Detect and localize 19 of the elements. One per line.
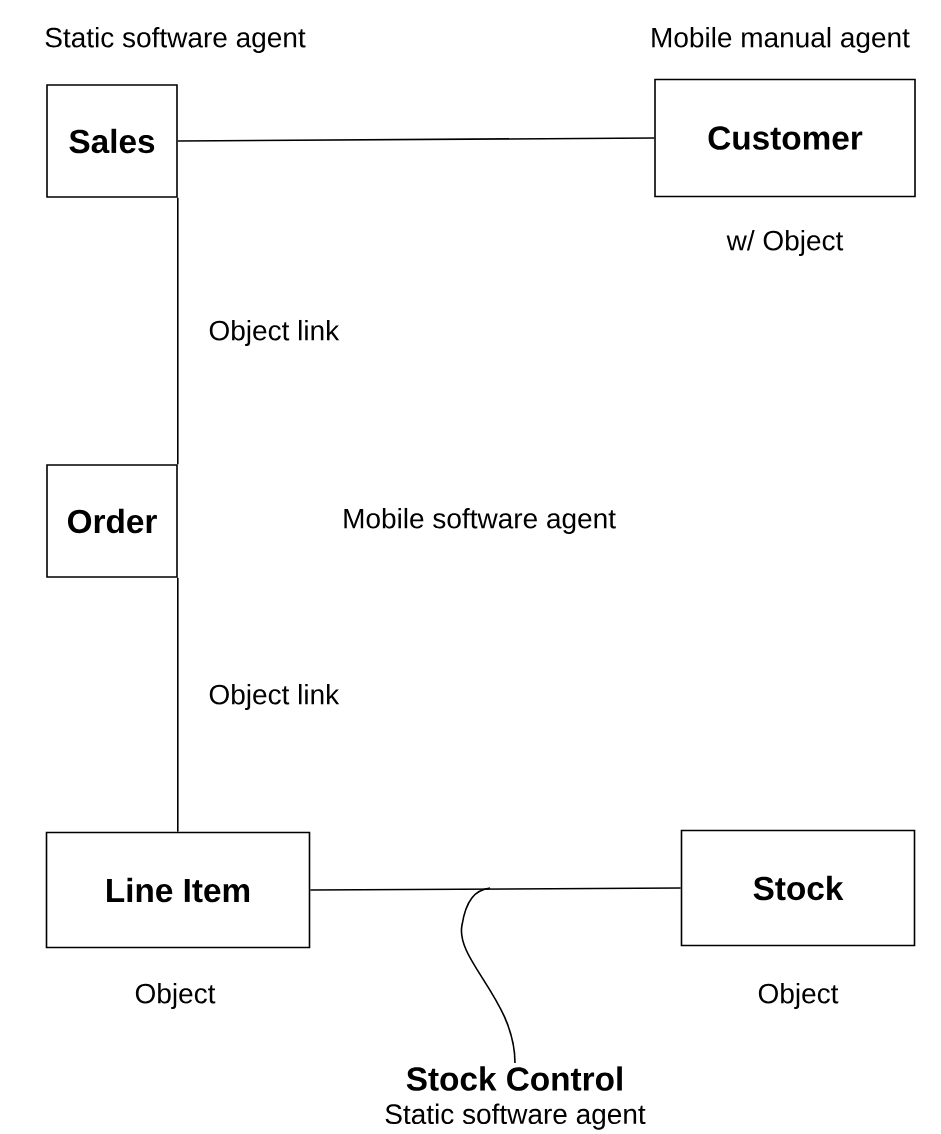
process-box: Stock xyxy=(680,829,916,947)
edge-label: Object link xyxy=(205,317,342,349)
connector-line xyxy=(309,887,682,891)
text-label: Stock Control Static software agent xyxy=(385,1066,646,1130)
caption-text: Mobile manual agent xyxy=(652,26,910,54)
connector-line xyxy=(177,137,655,142)
note-text: Mobile software agent xyxy=(344,507,616,535)
leader-line xyxy=(460,887,516,1064)
connector-line xyxy=(177,577,179,833)
process-box: Order xyxy=(46,464,178,578)
process-box: Line Item xyxy=(45,831,311,949)
caption-text: Object xyxy=(135,982,216,1010)
caption-text: Object xyxy=(758,982,839,1010)
edge-label: Object link xyxy=(205,681,342,713)
connector-line xyxy=(177,197,179,465)
caption-text: w/ Object xyxy=(726,229,844,257)
process-box: Sales xyxy=(46,84,178,198)
caption-text: Static software agent xyxy=(45,26,306,54)
process-box: Customer xyxy=(654,78,916,198)
